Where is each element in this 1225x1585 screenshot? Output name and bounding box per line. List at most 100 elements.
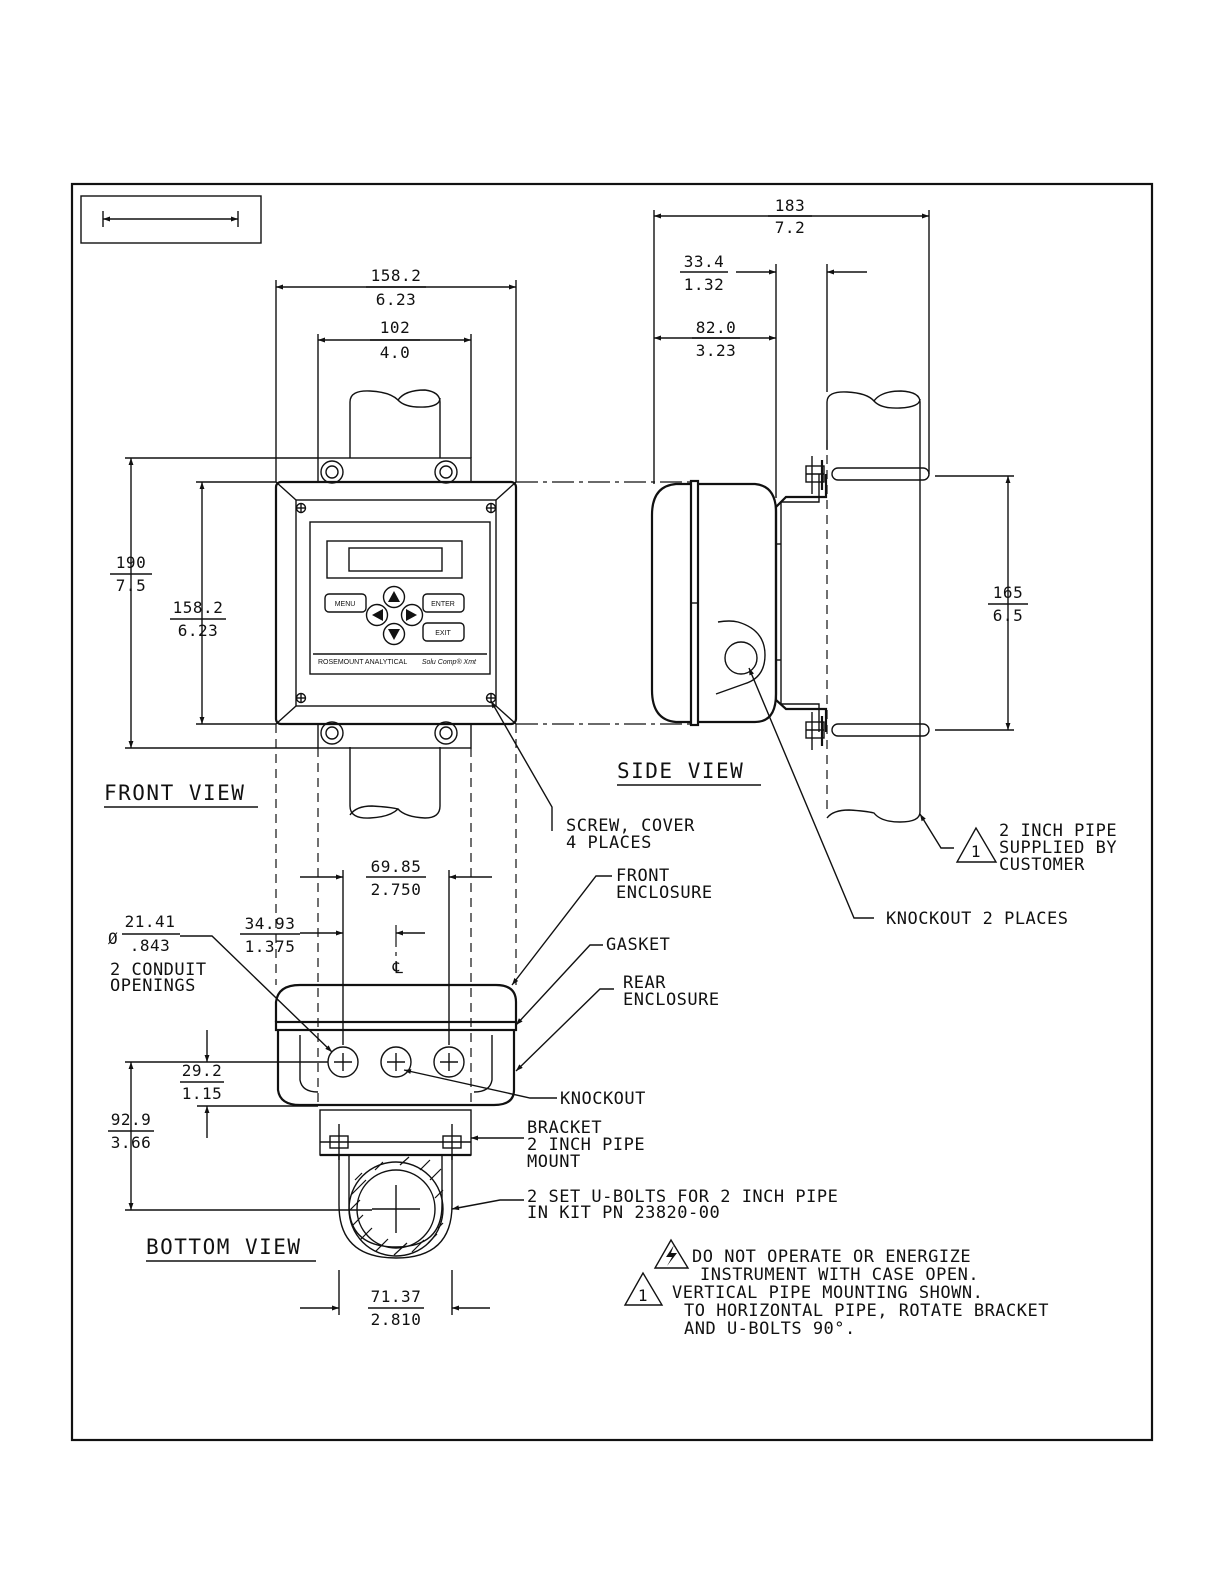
dim-value-mm: 29.2 [182,1061,223,1080]
callout-line: 2 SET U-BOLTS FOR 2 INCH PIPE [527,1187,838,1207]
callout-line: 2 INCH PIPE [527,1135,645,1155]
front-bracket-width-dim: 102 4.0 [370,318,420,362]
callout-line: FRONT [616,866,670,886]
callout-line: ENCLOSURE [623,990,720,1010]
callout-knockout: KNOCKOUT [560,1089,646,1109]
dim-value-mm: 190 [116,553,146,572]
dim-value-in: 2.810 [371,1310,422,1329]
dim-value-mm: 165 [993,583,1023,602]
dim-value-in: 4.0 [380,343,410,362]
centerline-symbol: ℄ [392,958,404,977]
callout-line: OPENINGS [110,976,196,996]
callout-screw-cover: SCREW, COVER 4 PLACES [566,816,695,853]
note-marker: 1 [971,842,981,861]
front-view-dimensions [125,280,517,749]
dim-value-in: 2.750 [371,880,422,899]
enter-key [422,593,465,613]
callout-knockout-side: KNOCKOUT 2 PLACES [886,909,1069,929]
front-width-dim: 158.2 6.23 [366,266,426,309]
conduit-hole-right [433,1046,465,1078]
side-depth-total-dim: 183 7.2 [768,196,812,237]
dim-value-in: 7.5 [116,576,146,595]
dim-value-in: 1.375 [245,937,296,956]
down-arrow-key-icon [388,629,400,640]
enter-key-label: ENTER [431,601,455,608]
dim-value-in: 6.23 [376,290,417,309]
side-pipe-gap-dim: 33.4 1.32 [680,252,728,294]
exit-key-label: EXIT [435,630,451,637]
callout-pipe: 1 2 INCH PIPE SUPPLIED BY CUSTOMER [955,821,1117,875]
dim-value-in: 6.5 [993,606,1023,625]
side-view-dimensions [653,210,1014,731]
exit-key [422,622,465,642]
menu-key [324,593,367,613]
dim-value-in: 1.15 [182,1084,223,1103]
bottom-view [274,983,518,1259]
dim-value-mm: 158.2 [371,266,422,285]
brand-label: ROSEMOUNT ANALYTICAL [318,659,407,666]
leader-lines [180,667,954,1211]
bottom-conduit-spacing-dim: 69.85 2.750 [366,857,426,899]
callout-line: ENCLOSURE [616,883,713,903]
callout-conduit-openings: 2 CONDUIT OPENINGS [110,960,207,996]
callout-line: 4 PLACES [566,833,652,853]
callout-line: SUPPLIED BY [999,838,1117,858]
note-marker: 1 [638,1286,648,1305]
diameter-symbol: Ø [108,929,118,948]
note-line: VERTICAL PIPE MOUNTING SHOWN. [672,1283,983,1303]
knockout-hole-center [380,1046,412,1078]
bottom-view-dimensions [125,870,492,1315]
side-enclosure-depth-dim: 82.0 3.23 [692,318,740,360]
side-view-title: SIDE VIEW [617,759,744,783]
u-bolt-bottom [805,712,930,750]
dim-value-mm: 183 [775,196,805,215]
side-ubolt-spacing-dim: 165 6.5 [988,583,1028,625]
menu-key-label: MENU [335,601,356,608]
callout-line: 2 CONDUIT [110,960,207,980]
bottom-conduit-dia-dim: Ø 21.41 .843 [108,912,180,955]
dim-value-in: 3.66 [111,1133,152,1152]
warning-line: INSTRUMENT WITH CASE OPEN. [700,1265,979,1285]
callout-rear-enclosure: REAR ENCLOSURE [623,973,720,1010]
callout-line: BRACKET [527,1118,602,1138]
projection-lines [275,481,690,1105]
callout-line: SCREW, COVER [566,816,695,836]
bottom-ubolt-width-dim: 71.37 2.810 [368,1287,424,1329]
dim-value-mm: 69.85 [371,857,422,876]
note-triangle-icon: 1 [623,1271,664,1306]
callout-line: CUSTOMER [999,855,1085,875]
note-line: AND U-BOLTS 90°. [684,1319,856,1339]
callout-line: 2 INCH PIPE [999,821,1117,841]
front-height-total-dim: 190 7.5 [110,553,152,595]
dim-value-mm: 33.4 [684,252,725,271]
dim-value-mm: 82.0 [696,318,737,337]
callout-front-enclosure: FRONT ENCLOSURE [616,866,713,903]
notes: DO NOT OPERATE OR ENERGIZE INSTRUMENT WI… [623,1238,1049,1339]
callout-line: MOUNT [527,1152,581,1172]
dim-value-in: 1.32 [684,275,725,294]
bottom-conduit-height-dim: 29.2 1.15 [180,1061,224,1103]
callout-bracket: BRACKET 2 INCH PIPE MOUNT [527,1118,645,1172]
model-label: Solu Comp® Xmt [422,658,477,666]
front-view: MENU ENTER EXIT ROSEMOUNT ANALYTICAL Sol… [274,389,518,819]
dim-value-in: .843 [130,936,171,955]
callout-gasket: GASKET [606,935,670,955]
callout-line: IN KIT PN 23820-00 [527,1203,720,1223]
note-triangle-icon [955,826,998,863]
dim-value-mm: 34.93 [245,914,296,933]
view-titles: FRONT VIEW SIDE VIEW BOTTOM VIEW [104,759,761,1262]
bottom-depth-total-dim: 92.9 3.66 [108,1110,154,1152]
left-arrow-key-icon [372,609,383,621]
bottom-conduit-offset-dim: 34.93 1.375 [240,914,300,956]
warning-line: DO NOT OPERATE OR ENERGIZE [692,1247,971,1267]
bottom-view-title: BOTTOM VIEW [146,1235,302,1259]
scale-arrow-icon [80,195,262,244]
electrical-warning-icon [653,1238,690,1269]
dim-value-mm: 21.41 [125,912,176,931]
note-line: TO HORIZONTAL PIPE, ROTATE BRACKET [684,1301,1049,1321]
u-bolt-top [805,456,930,494]
up-arrow-key-icon [388,591,400,602]
dim-value-in: 3.23 [696,341,737,360]
right-arrow-key-icon [406,609,417,621]
